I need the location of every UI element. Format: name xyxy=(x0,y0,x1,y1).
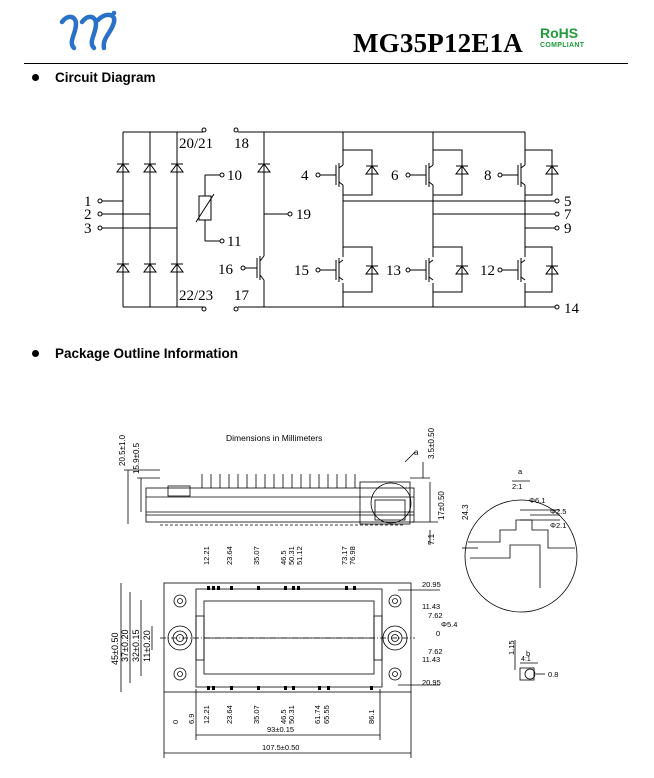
rohs-sub: COMPLIANT xyxy=(540,42,585,49)
bullet-icon xyxy=(32,350,39,357)
pin-22-23: 22/23 xyxy=(179,288,213,304)
detail-b-label: b xyxy=(526,649,530,658)
pin-5: 5 xyxy=(564,194,572,210)
dim-37: 37±0.20 xyxy=(120,630,130,662)
dim-r-7-62: 7.62 xyxy=(428,611,443,620)
bottom-dims: 0 6.9 12.21 23.64 35.07 46.5 50.31 61.74… xyxy=(171,705,376,724)
bottom-dim: 0 xyxy=(171,720,180,724)
detail-b-scale: 4:1 xyxy=(521,656,531,663)
top-dim: 35.07 xyxy=(252,546,261,565)
detail-a-label: a xyxy=(518,467,523,476)
dim-phi-5-4: Φ5.4 xyxy=(441,620,457,629)
dim-r-20-95: 20.95 xyxy=(422,580,441,589)
dim-r-7-62b: 7.62 xyxy=(428,647,443,656)
bottom-dim: 86.1 xyxy=(367,709,376,724)
part-number: MG35P12E1A xyxy=(353,28,523,58)
pin-6: 6 xyxy=(391,168,399,184)
pin-14: 14 xyxy=(564,301,580,317)
pin-20-21: 20/21 xyxy=(179,136,213,152)
pin-18: 18 xyxy=(234,136,249,152)
bottom-dim: 46.5 xyxy=(279,709,288,724)
dim-45: 45±0.50 xyxy=(110,633,120,665)
bottom-dim: 12.21 xyxy=(202,705,211,724)
section-package: Package Outline Information xyxy=(32,346,238,361)
dim-3-5: 3.5±0.50 xyxy=(427,427,436,459)
bottom-dim: 65.55 xyxy=(322,705,331,724)
dimensions-caption: Dimensions in Millimeters xyxy=(226,433,322,443)
top-dim: 23.64 xyxy=(225,546,234,565)
dim-32: 32±0.15 xyxy=(131,630,141,662)
pin-8: 8 xyxy=(484,168,492,184)
pin-16: 16 xyxy=(218,262,234,278)
pin-11: 11 xyxy=(227,234,241,250)
dim-r-11-43: 11.43 xyxy=(422,602,440,611)
yj-logo-icon xyxy=(59,10,117,51)
detail-a-mark: a xyxy=(414,448,419,457)
bottom-dim: 50.31 xyxy=(287,705,296,724)
top-dim: 12.21 xyxy=(202,546,211,565)
rohs-badge: RoHS COMPLIANT xyxy=(540,26,584,50)
circuit-diagram: 1 2 3 20/21 18 10 11 19 16 22/23 17 4 6 … xyxy=(84,127,580,317)
pin-15: 15 xyxy=(294,263,309,279)
dim-15-9: 15.9±0.5 xyxy=(132,442,141,474)
package-title: Package Outline Information xyxy=(55,346,239,361)
pin-2: 2 xyxy=(84,207,92,223)
dim-r-11-43b: 11.43 xyxy=(422,655,440,664)
dim-17: 17±0.50 xyxy=(437,491,446,520)
top-dim: 46.5 xyxy=(279,550,288,565)
top-dim: 51.12 xyxy=(295,546,304,565)
circuit-title: Circuit Diagram xyxy=(55,70,156,85)
dim-11: 11±0.20 xyxy=(142,630,152,662)
pin-13: 13 xyxy=(386,263,401,279)
section-circuit: Circuit Diagram xyxy=(32,70,156,85)
pin-7: 7 xyxy=(564,207,572,223)
dim-phi-2-1: Φ2.1 xyxy=(550,521,566,530)
dim-20-5: 20.5±1.0 xyxy=(118,434,127,466)
bullet-icon xyxy=(32,74,39,81)
bottom-dim: 35.07 xyxy=(252,705,261,724)
pin-1: 1 xyxy=(84,194,92,210)
top-dim: 50.31 xyxy=(287,546,296,565)
top-dim: 73.17 xyxy=(340,546,349,565)
rohs-label: RoHS xyxy=(540,25,579,41)
dim-107-5: 107.5±0.50 xyxy=(262,743,299,752)
pin-10: 10 xyxy=(227,168,242,184)
bottom-dim: 61.74 xyxy=(313,705,322,724)
dim-24-3: 24.3 xyxy=(461,504,470,520)
dim-1-15: 1.15 xyxy=(507,640,516,655)
pin-4: 4 xyxy=(301,168,309,184)
pin-17: 17 xyxy=(234,288,250,304)
dim-r-20-95b: 20.95 xyxy=(422,678,441,687)
bottom-dim: 23.64 xyxy=(225,705,234,724)
top-dims: 12.21 23.64 35.07 46.5 50.31 51.12 73.17… xyxy=(202,546,357,565)
pin-3: 3 xyxy=(84,221,92,237)
dim-93: 93±0.15 xyxy=(267,725,294,734)
header-rule xyxy=(24,63,628,64)
top-dim: 76.98 xyxy=(348,546,357,565)
detail-a-scale: 2:1 xyxy=(512,482,522,491)
pin-12: 12 xyxy=(480,263,495,279)
dim-r-0: 0 xyxy=(436,629,440,638)
pin-9: 9 xyxy=(564,221,572,237)
dim-7-1: 7.1 xyxy=(427,533,436,545)
bottom-dim: 6.9 xyxy=(187,714,196,724)
pin-19: 19 xyxy=(296,207,311,223)
dim-phi-6-1: Φ6.1 xyxy=(529,496,545,505)
dim-phi-2-5: Φ2.5 xyxy=(550,507,566,516)
dim-0-8: 0.8 xyxy=(548,670,558,679)
